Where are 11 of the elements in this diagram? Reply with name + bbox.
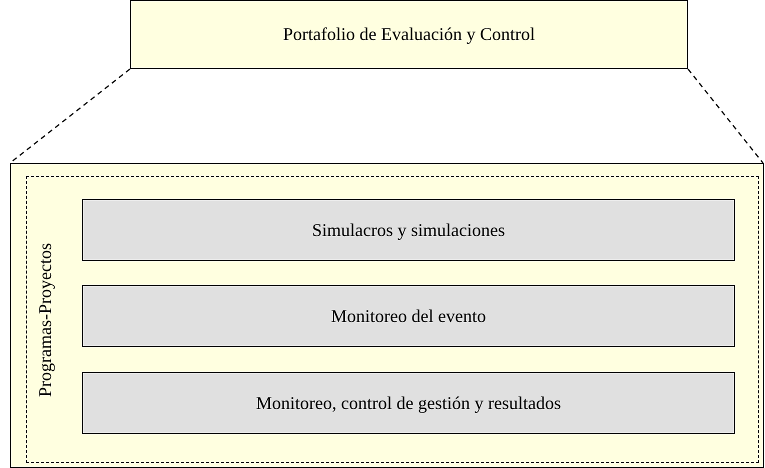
- program-box: [82, 199, 735, 261]
- program-box: [82, 372, 735, 434]
- box-label: Portafolio de Evaluación y Control: [283, 24, 535, 45]
- program-box: [82, 285, 735, 347]
- box-label: Simulacros y simulaciones: [312, 220, 505, 240]
- box-label: Monitoreo, control de gestión y resultados: [256, 392, 561, 414]
- group-title: Programas-Proyectos: [35, 242, 56, 396]
- connector-line: [10, 68, 130, 164]
- box-label: Monitoreo del evento: [331, 306, 486, 326]
- portfolio-box: [130, 0, 688, 69]
- connector-line: [688, 68, 764, 164]
